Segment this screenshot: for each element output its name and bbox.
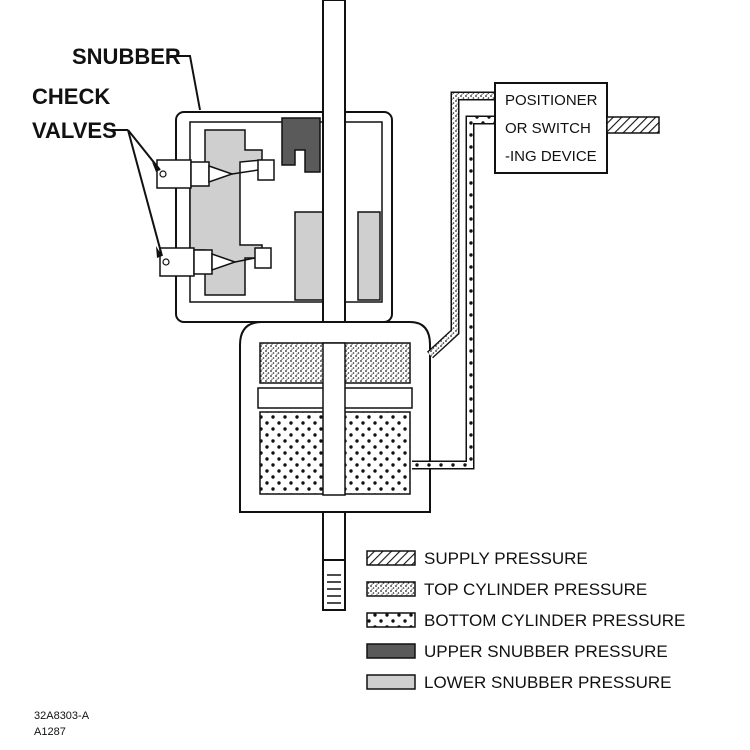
drawing-code-2: A1287 [34,726,66,738]
legend-label-bottom-cylinder: BOTTOM CYLINDER PRESSURE [424,611,685,630]
drawing-code-1: 32A8303-A [34,710,90,722]
legend-swatch-bottom-cylinder [366,612,416,628]
legend-label-upper-snubber: UPPER SNUBBER PRESSURE [424,642,668,661]
check-valves-callout-line2: VALVES [32,118,117,143]
positioner-box: POSITIONER OR SWITCH -ING DEVICE [494,82,608,174]
upper-snubber-region [281,117,321,173]
piston-rod [322,0,346,611]
legend-swatch-lower-snubber [366,674,416,690]
supply-line [412,91,495,470]
legend-swatch-top-cylinder [366,581,416,597]
positioner-label-line2: OR SWITCH [505,120,591,137]
legend: SUPPLY PRESSURE TOP CYLINDER PRESSURE BO… [366,549,685,692]
legend-swatch-upper-snubber [366,643,416,659]
cylinder [239,321,431,513]
supply-inlet-pipe [606,116,660,134]
check-valves-callout-line1: CHECK [32,84,110,109]
snubber-callout: SNUBBER [72,44,181,69]
legend-label-supply: SUPPLY PRESSURE [424,549,588,568]
legend-label-top-cylinder: TOP CYLINDER PRESSURE [424,580,647,599]
lower-check-valve [159,247,272,277]
callouts: SNUBBER CHECK VALVES [32,44,201,258]
upper-check-valve [156,159,275,189]
legend-swatch-supply [366,550,416,566]
legend-label-lower-snubber: LOWER SNUBBER PRESSURE [424,673,672,692]
positioner-label-line1: POSITIONER [505,92,598,109]
positioner-label-line3: -ING DEVICE [505,148,597,165]
